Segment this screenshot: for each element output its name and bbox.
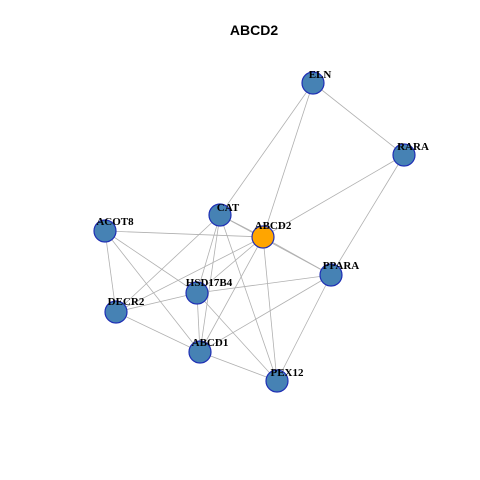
edge-eln-cat — [219, 82, 314, 216]
edge-cat-hsd17b4 — [196, 214, 221, 294]
node-abcd2: ABCD2 — [251, 220, 292, 249]
edge-hsd17b4-decr2 — [115, 292, 198, 313]
node-label-abcd2: ABCD2 — [255, 220, 292, 232]
edge-acot8-decr2 — [104, 230, 117, 313]
node-label-pex12: PEX12 — [271, 367, 305, 379]
node-acot8: ACOT8 — [93, 216, 134, 243]
diagram-title: ABCD2 — [230, 22, 278, 38]
edge-abcd2-ppara — [262, 236, 332, 276]
node-label-eln: ELN — [309, 69, 332, 81]
edge-cat-decr2 — [115, 214, 221, 313]
node-circle-rara — [392, 143, 416, 167]
node-abcd1: ABCD1 — [188, 337, 229, 364]
node-eln: ELN — [301, 69, 332, 95]
edge-decr2-abcd1 — [115, 311, 201, 353]
edge-rara-abcd2 — [262, 154, 405, 238]
edge-eln-rara — [312, 82, 405, 156]
node-hsd17b4: HSD17B4 — [185, 277, 233, 305]
edge-ppara-pex12 — [276, 274, 332, 382]
node-label-abcd1: ABCD1 — [192, 337, 229, 349]
node-pex12: PEX12 — [265, 367, 305, 393]
node-label-cat: CAT — [217, 202, 240, 214]
node-circle-decr2 — [104, 300, 128, 324]
edge-abcd2-pex12 — [262, 236, 278, 382]
node-cat: CAT — [208, 202, 240, 227]
edge-abcd1-pex12 — [199, 351, 278, 382]
node-circle-abcd1 — [188, 340, 212, 364]
edge-ppara-hsd17b4 — [196, 274, 332, 294]
edge-abcd2-decr2 — [115, 236, 264, 313]
edge-acot8-hsd17b4 — [104, 230, 198, 294]
edge-cat-abcd1 — [199, 214, 221, 353]
node-circle-ppara — [319, 263, 343, 287]
node-circle-eln — [301, 71, 325, 95]
node-label-acot8: ACOT8 — [96, 216, 134, 228]
node-decr2: DECR2 — [104, 296, 145, 324]
edge-acot8-abcd2 — [104, 230, 264, 238]
node-circle-pex12 — [265, 369, 289, 393]
node-label-hsd17b4: HSD17B4 — [186, 277, 233, 289]
edge-eln-abcd2 — [262, 82, 314, 238]
edge-abcd2-hsd17b4 — [196, 236, 264, 294]
node-label-rara: RARA — [397, 141, 429, 153]
node-rara: RARA — [392, 141, 429, 167]
node-ppara: PPARA — [319, 260, 360, 287]
node-circle-acot8 — [93, 219, 117, 243]
node-circle-cat — [208, 203, 232, 227]
edge-rara-ppara — [330, 154, 405, 276]
edge-abcd2-abcd1 — [199, 236, 264, 353]
edge-hsd17b4-pex12 — [196, 292, 278, 382]
node-circle-abcd2 — [251, 225, 275, 249]
edge-ppara-abcd1 — [199, 274, 332, 353]
node-label-decr2: DECR2 — [108, 296, 145, 308]
edge-cat-pex12 — [219, 214, 278, 382]
edge-acot8-abcd1 — [104, 230, 201, 353]
node-circle-hsd17b4 — [185, 281, 209, 305]
node-label-ppara: PPARA — [323, 260, 360, 272]
